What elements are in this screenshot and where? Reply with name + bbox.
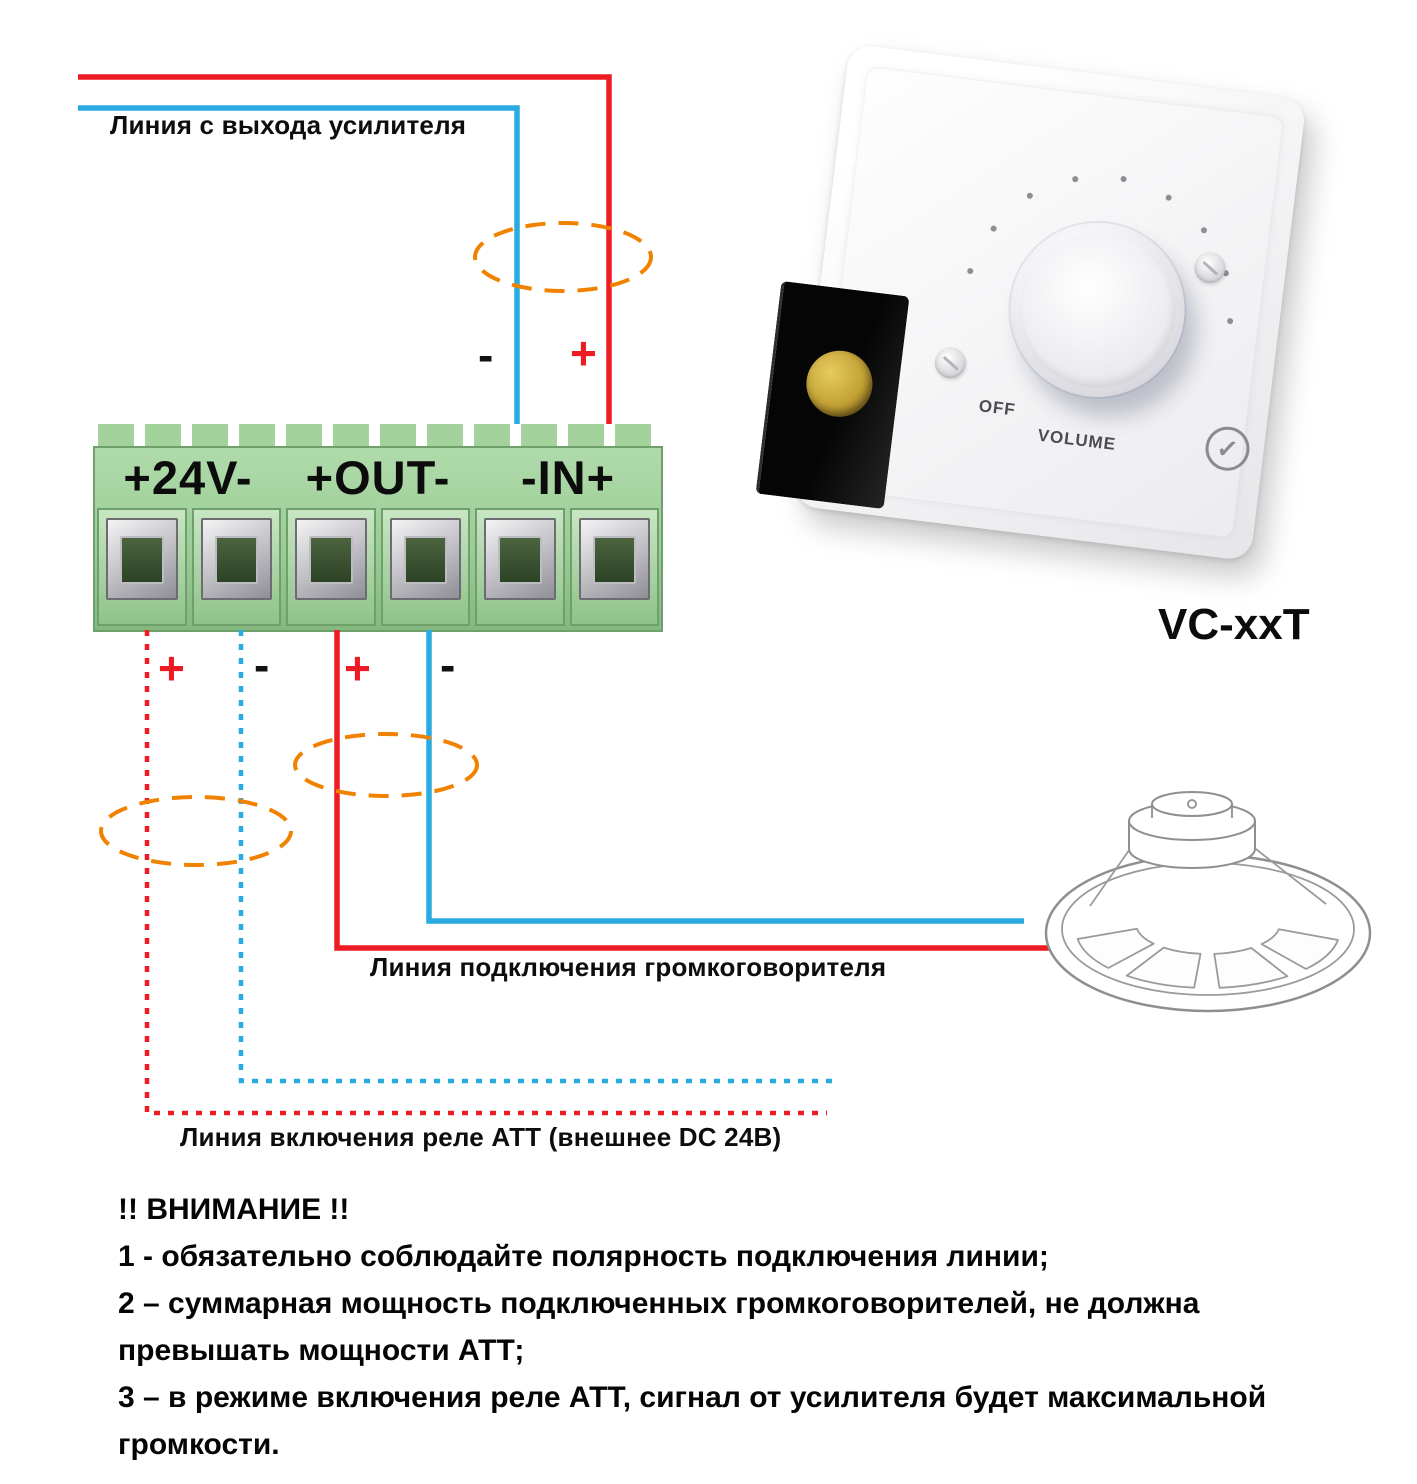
terminal-24v-plus (97, 508, 187, 626)
relay-positive-wire (144, 630, 827, 1116)
terminal-out-minus (380, 508, 470, 626)
terminal-in-plus (569, 508, 659, 626)
terminal-24v-minus (191, 508, 281, 626)
terminal-in-minus (475, 508, 565, 626)
twisted-pair-marker-speaker (293, 732, 479, 798)
relay-negative-wire (238, 630, 834, 1084)
terminal-group-out-label: +OUT- (305, 451, 451, 504)
warning-item-3: 3 – в режиме включения реле АТТ, сигнал … (118, 1381, 1267, 1461)
twisted-pair-marker-relay (99, 795, 293, 867)
panel-rear-housing (755, 280, 910, 510)
speaker-illustration (1044, 791, 1372, 1013)
relay-line-label: Линия включения реле АТТ (внешнее DC 24В… (180, 1122, 782, 1152)
out-minus-sign: - (440, 639, 456, 691)
terminal-group-24v-label: +24V- (123, 451, 253, 504)
round-sticker (802, 346, 877, 421)
model-label: VC-xxT (1158, 600, 1310, 649)
warning-block: !! ВНИМАНИЕ !! 1 - обязательно соблюдайт… (118, 1186, 1373, 1468)
terminal-block-teeth (98, 424, 658, 448)
terminal-group-in-label: -IN+ (520, 451, 616, 504)
warning-item-1: 1 - обязательно соблюдайте полярность по… (118, 1240, 1049, 1273)
amp-minus-sign: - (478, 329, 494, 381)
out-plus-sign: + (344, 642, 371, 694)
terminal-out-plus (286, 508, 376, 626)
warning-item-2: 2 – суммарная мощность подключенных гром… (118, 1287, 1200, 1367)
volume-knob-face (1010, 222, 1185, 397)
24v-minus-sign: - (254, 639, 270, 691)
terminal-block: +24V- +OUT- -IN+ (93, 424, 663, 632)
amp-plus-sign: + (570, 327, 597, 379)
speaker-line-label: Линия подключения громкоговорителя (370, 952, 887, 982)
terminal-block-body (93, 446, 663, 632)
speaker-negative-wire (426, 630, 1024, 924)
amplifier-line-label: Линия с выхода усилителя (110, 110, 467, 140)
amp-negative-wire (78, 105, 520, 424)
warning-title: !! ВНИМАНИЕ !! (118, 1193, 350, 1226)
twisted-pair-marker-amp (473, 221, 653, 293)
24v-plus-sign: + (158, 642, 185, 694)
